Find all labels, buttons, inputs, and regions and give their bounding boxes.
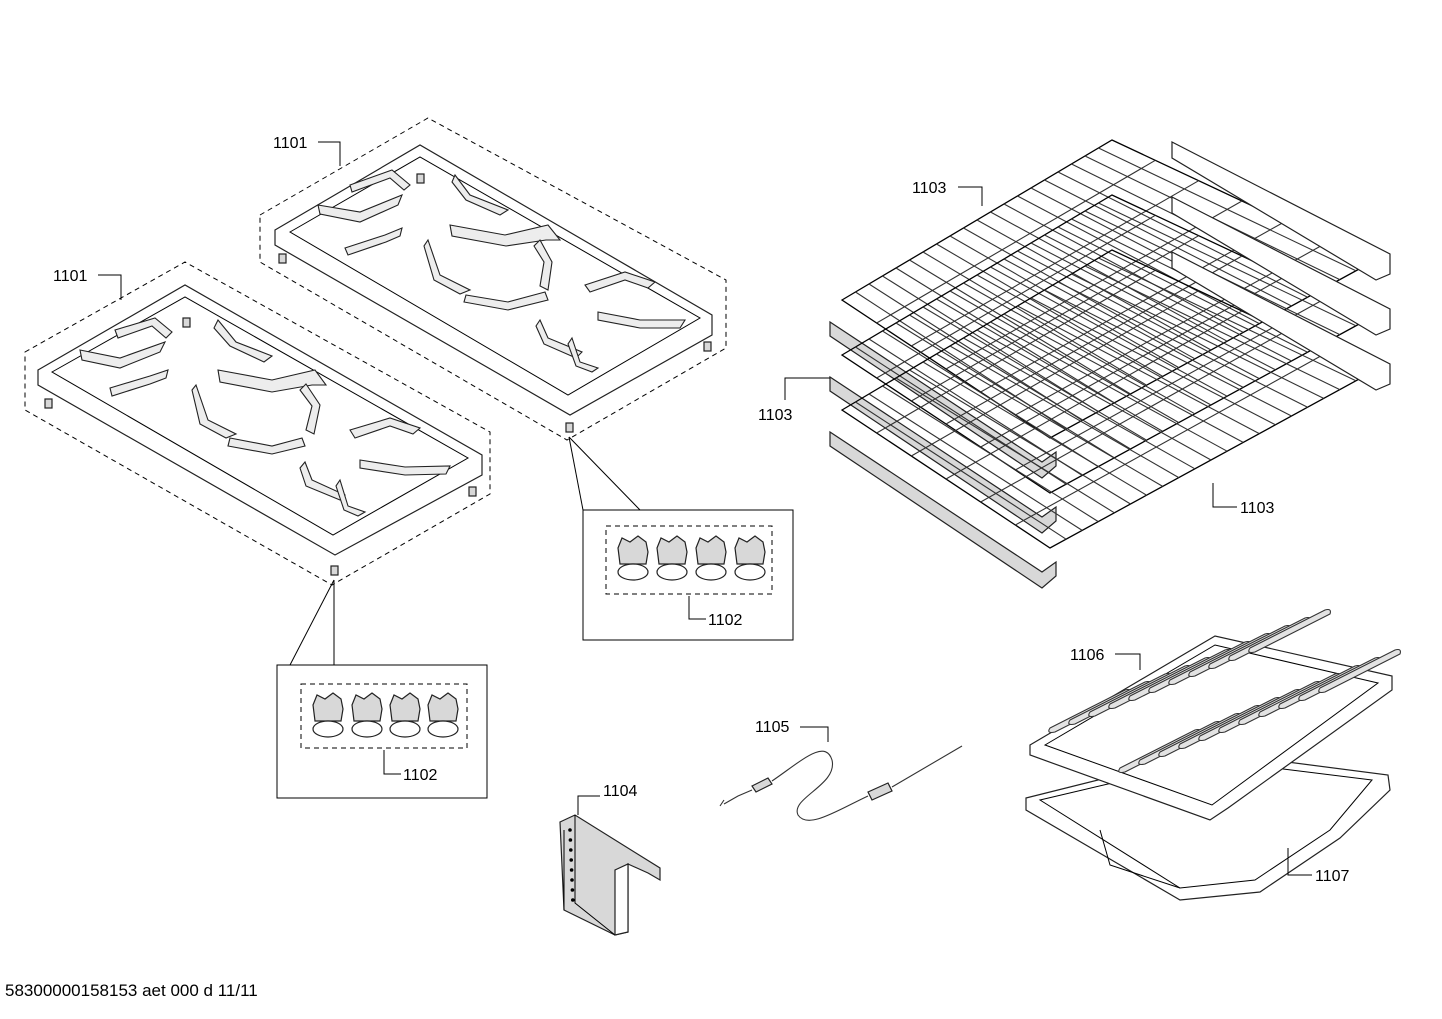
callout-label: 1101 [273,135,308,152]
rubber-foot-icon [695,535,727,581]
foot-icon [565,422,574,433]
foot-icon [278,253,287,264]
callout-label: 1106 [1070,647,1105,664]
feet-kit-left: 1102 [276,579,488,799]
oven-racks [829,139,1391,589]
callout-label: 1107 [1315,868,1350,885]
rubber-foot-icon [734,535,766,581]
foot-icon [416,173,425,184]
rubber-foot-icon [656,535,688,581]
callout-1101-left: 1101 [53,268,122,300]
rubber-foot-icon [351,692,383,738]
broil-pan: 1106 1107 [1025,608,1401,901]
rubber-foot-icon [617,535,649,581]
foot-icon [468,486,477,497]
wire-rack [829,249,1391,589]
pan-slots [1048,608,1401,774]
callout-label: 1103 [758,407,793,424]
rubber-foot-icon [312,692,344,738]
callout-label: 1103 [1240,500,1275,517]
callout-1103-mid: 1103 [758,377,830,424]
callout-label: 1105 [755,719,790,736]
callout-label: 1102 [403,767,438,784]
callout-label: 1102 [708,612,743,629]
wire-rack [829,194,1391,534]
grate-lower [24,261,491,586]
callout-label: 1103 [912,180,947,197]
document-id: 58300000158153 aet 000 d 11/11 [5,981,258,1000]
foot-icon [703,341,712,352]
rubber-foot-icon [427,692,459,738]
callout-label: 1104 [603,783,638,800]
rubber-foot-icon [389,692,421,738]
foot-icon [44,398,53,409]
bracket-holes [568,828,575,902]
callout-1103-top: 1103 [912,180,983,206]
foot-icon [182,317,191,328]
callout-1103-right: 1103 [1212,483,1275,517]
callout-label: 1101 [53,268,88,285]
meat-probe: 1105 [719,719,963,821]
feet-kit-right: 1102 [568,436,794,641]
callout-1101-top: 1101 [273,135,341,166]
bracket: 1104 [559,783,661,936]
grate-upper [259,117,727,441]
foot-icon [330,565,339,576]
